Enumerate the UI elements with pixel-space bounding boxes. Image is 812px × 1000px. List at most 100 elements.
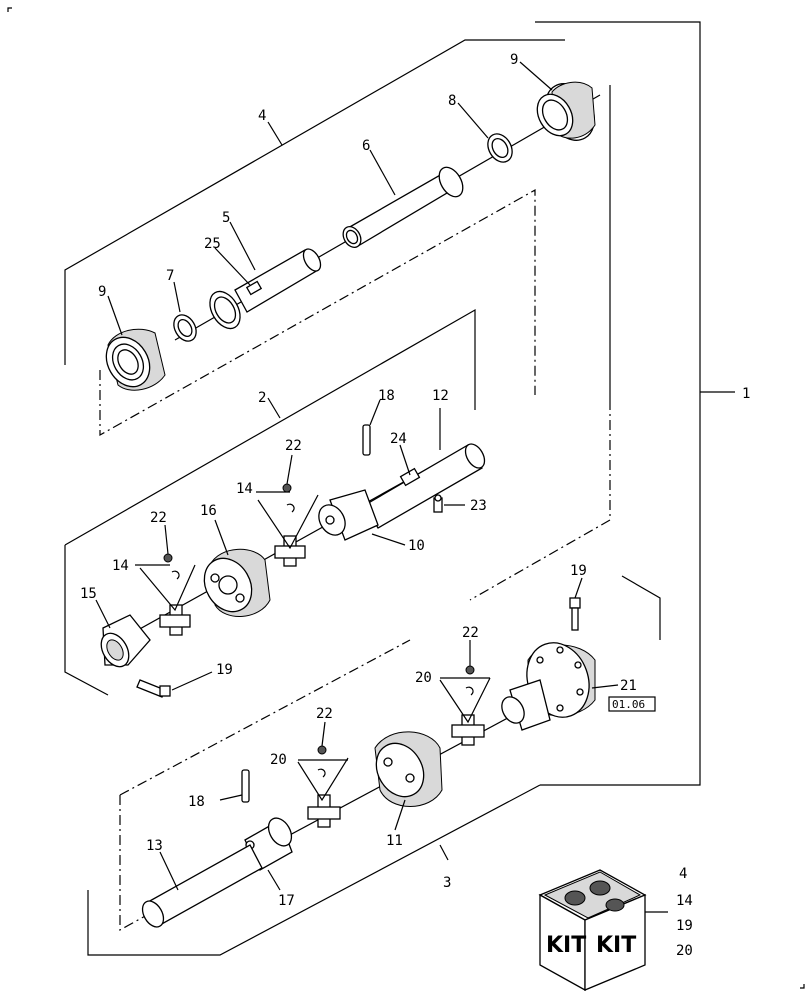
part-13-tube: [141, 844, 263, 928]
part-18-pin-top: [362, 424, 371, 456]
leader-18-top: [369, 399, 381, 426]
corner-mark-bottom-right: [800, 984, 805, 989]
leader-19-lower: [171, 671, 213, 691]
leader-14-upper: [257, 494, 319, 550]
label-12: 12: [432, 388, 449, 404]
label-17: 17: [278, 893, 295, 909]
kit-word-left: KIT: [546, 933, 586, 958]
label-21: 21: [620, 678, 637, 694]
part-20-cross-left: [307, 794, 341, 828]
leader-5: [229, 221, 256, 271]
part-8-ring: [487, 133, 513, 163]
leader-11: [394, 799, 406, 831]
bracket-group-3-right: [621, 575, 661, 640]
date-code-text: 01.06: [612, 698, 645, 711]
leader-2: [267, 397, 281, 419]
leader-22-left: [321, 721, 326, 747]
leader-17: [267, 869, 281, 891]
label-4: 4: [258, 108, 266, 124]
label-5: 5: [222, 210, 230, 226]
label-1: 1: [742, 386, 750, 402]
label-20-left: 20: [270, 752, 287, 768]
part-15-yoke: [100, 614, 151, 668]
label-13: 13: [146, 838, 163, 854]
leader-20-right: [439, 677, 491, 724]
part-11-cv-housing: [374, 731, 443, 807]
leader-21: [591, 684, 619, 689]
corner-mark-top-left: [7, 7, 12, 12]
dashdot-group-3-top: [119, 639, 411, 796]
leader-6: [369, 149, 396, 196]
part-14-cross-lower: [159, 604, 191, 636]
bracket-group-2-left: [64, 545, 109, 696]
part-9-threaded-sleeve-left: [105, 328, 166, 391]
label-3: 3: [443, 875, 451, 891]
leader-8: [457, 102, 489, 139]
label-16: 16: [200, 503, 217, 519]
leader-18-lower: [219, 794, 243, 801]
leader-7: [173, 281, 181, 313]
part-18-pin-lower: [241, 769, 250, 803]
kit-item-4: 20: [676, 943, 693, 959]
label-8: 8: [448, 93, 456, 109]
circlip-left: [317, 768, 326, 778]
bracket-group-1: [535, 21, 701, 786]
leader-25: [214, 247, 251, 286]
leader-16: [214, 519, 229, 556]
label-14-lower: 14: [112, 558, 129, 574]
label-19-upper: 19: [570, 563, 587, 579]
part-19-bolt-lower: [136, 679, 171, 698]
kit-box: [538, 869, 647, 992]
label-9-left: 9: [98, 284, 106, 300]
part-20-cross-right: [451, 714, 485, 746]
part-22-fitting-left: [317, 745, 327, 755]
label-20-right: 20: [415, 670, 432, 686]
label-7: 7: [166, 268, 174, 284]
part-22-fitting-right: [465, 665, 475, 675]
label-11: 11: [386, 833, 403, 849]
label-24: 24: [390, 431, 407, 447]
label-23: 23: [470, 498, 487, 514]
part-22-fitting-lower: [163, 553, 173, 563]
leader-3: [439, 844, 449, 861]
part-6-tube: [342, 166, 464, 248]
leader-19-upper: [574, 577, 583, 599]
bracket-group-3-bottom: [87, 784, 541, 956]
leader-22-upper: [286, 454, 293, 485]
part-19-bolt-upper: [569, 597, 581, 631]
kit-item-1: 4: [679, 866, 687, 882]
date-code-box: [608, 696, 656, 712]
leader-10: [371, 533, 406, 546]
dashdot-group-2: [469, 400, 611, 601]
bracket-group-4: [64, 39, 565, 365]
leader-9-left: [107, 295, 123, 336]
circlip-right: [465, 686, 474, 696]
leader-24: [399, 444, 411, 476]
label-22-lower: 22: [150, 510, 167, 526]
kit-item-3: 19: [676, 918, 693, 934]
part-16-cv-housing: [203, 548, 271, 617]
bracket-group-2-top: [64, 308, 476, 546]
leader-20-left: [297, 757, 349, 802]
part-25-funnel-ring: [209, 290, 241, 330]
part-10-yoke: [318, 489, 379, 541]
leader-22-lower: [164, 524, 169, 555]
label-22-upper: 22: [285, 438, 302, 454]
leader-13: [159, 851, 179, 891]
part-14-cross-upper: [274, 535, 306, 567]
label-18-upper: 18: [378, 388, 395, 404]
part-9-threaded-sleeve-right: [536, 81, 596, 141]
label-18-lower: 18: [188, 794, 205, 810]
part-23-grease-fitting: [433, 494, 443, 513]
leader-9-right: [519, 61, 553, 91]
part-22-fitting-upper: [282, 483, 292, 493]
label-14-upper: 14: [236, 481, 253, 497]
leader-14-lower: [139, 564, 196, 612]
circlip-upper: [286, 503, 295, 513]
kit-word-right: KIT: [596, 933, 636, 958]
label-6: 6: [362, 138, 370, 154]
label-15: 15: [80, 586, 97, 602]
part-21-flange: [501, 642, 596, 731]
label-19-lower: 19: [216, 662, 233, 678]
